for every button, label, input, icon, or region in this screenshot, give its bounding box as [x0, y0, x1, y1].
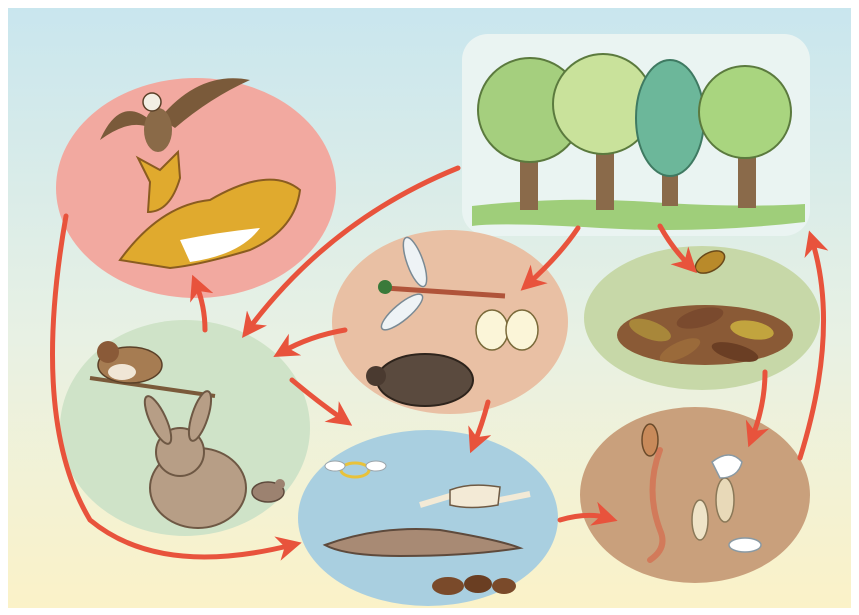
soil-organisms-node — [580, 407, 810, 583]
dead-remains-node — [298, 430, 558, 606]
forest-group — [472, 54, 805, 230]
